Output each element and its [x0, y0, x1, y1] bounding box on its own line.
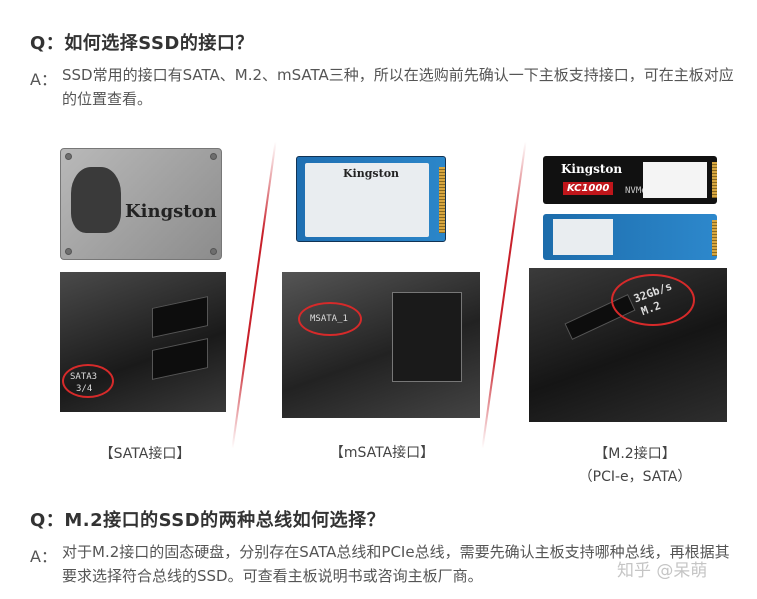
ssd-brand-text: Kingston [125, 201, 217, 222]
sata-port-icon [152, 296, 208, 338]
sata-silk-text-2: 3/4 [76, 384, 93, 394]
m2-port-photo: 32Gb/s M.2 [529, 268, 727, 422]
screw-icon [65, 248, 72, 255]
question-1-prefix: Q： [30, 33, 65, 54]
answer-1-text: SSD常用的接口有SATA、M.2、mSATA三种，所以在选购前先确认一下主板支… [62, 66, 734, 108]
m2-card-model: KC1000 [563, 182, 614, 195]
question-2-text: M.2接口的SSD的两种总线如何选择？ [64, 510, 386, 531]
caption-m2: 【M.2接口】 [594, 446, 676, 462]
m2-card-nvme: NVMe [625, 186, 647, 196]
m2-ssd-sata-image [543, 214, 717, 260]
msata-card-brand: Kingston [343, 167, 400, 180]
watermark: 知乎 @呆萌 [617, 561, 708, 581]
sata-ssd-image: Kingston [60, 148, 222, 260]
sata-silk-text: SATA3 [70, 372, 98, 382]
caption-msata: 【mSATA接口】 [329, 445, 435, 461]
gold-pins-icon [712, 162, 717, 198]
m2-card-brand: Kingston [561, 162, 623, 176]
divider-left [231, 141, 277, 449]
msata-port-photo: MSATA_1 [282, 272, 480, 418]
msata-label: Kingston [305, 163, 429, 237]
question-1: Q：如何选择SSD的接口？ [30, 29, 254, 55]
answer-1-prefix: A： [30, 70, 57, 89]
m2-ssd-nvme-image: Kingston KC1000 NVMe [543, 156, 717, 204]
question-2-prefix: Q： [30, 510, 65, 531]
sata-port-icon [152, 338, 208, 380]
answer-2-text: 对于M.2接口的固态硬盘，分别存在SATA总线和PCIe总线，需要先确认主板支持… [62, 543, 730, 585]
highlight-circle [298, 302, 362, 336]
gold-pins-icon [712, 220, 717, 256]
question-1-text: 如何选择SSD的接口？ [64, 33, 254, 54]
msata-silk-text: MSATA_1 [310, 314, 348, 324]
screw-icon [65, 153, 72, 160]
highlight-circle [62, 364, 114, 398]
caption-sata: 【SATA接口】 [99, 446, 191, 462]
msata-slot-icon [392, 292, 462, 382]
question-2: Q：M.2接口的SSD的两种总线如何选择？ [30, 506, 385, 532]
caption-m2-sub: （PCI-e，SATA） [578, 469, 692, 485]
answer-2-prefix: A： [30, 547, 57, 566]
screw-icon [210, 248, 217, 255]
sata-port-photo: SATA3 3/4 [60, 272, 226, 412]
screw-icon [210, 153, 217, 160]
m2-sticker [643, 162, 707, 198]
kingston-logo-icon [71, 167, 121, 233]
highlight-circle [611, 274, 695, 326]
gold-pins-icon [439, 167, 445, 233]
m2-label [553, 219, 613, 255]
divider-right [481, 141, 527, 449]
msata-ssd-image: Kingston [296, 156, 446, 242]
